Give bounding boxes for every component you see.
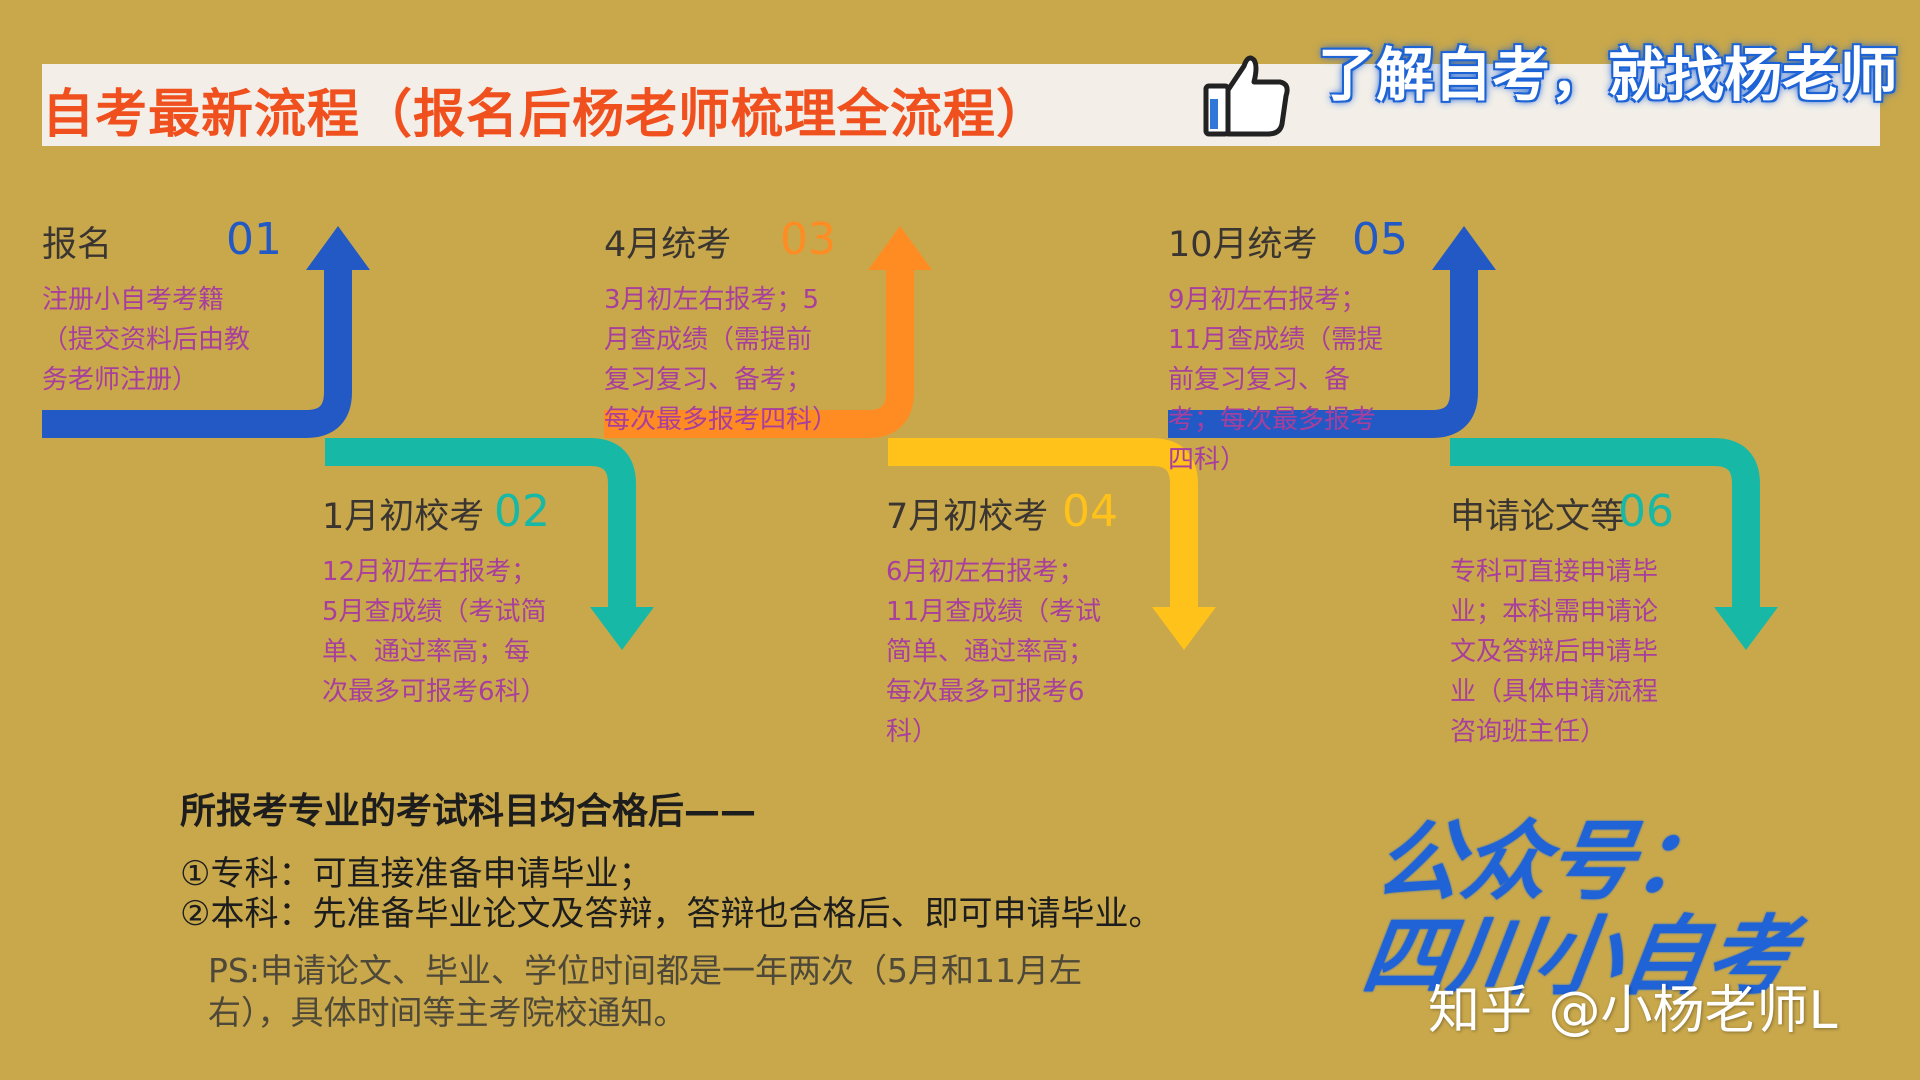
thumbs-up-icon <box>1203 55 1290 137</box>
summary-line-1: ①专科：可直接准备申请毕业； <box>180 854 653 894</box>
zhihu-watermark: 知乎 @小杨老师L <box>1428 981 1838 1041</box>
arrowhead-step-06 <box>1714 607 1778 650</box>
arrow-step-02 <box>325 438 636 615</box>
step-01-desc: 注册小自考考籍（提交资料后由教务老师注册） <box>42 285 251 395</box>
step-05-number: 05 <box>1352 214 1408 265</box>
arrowhead-step-05 <box>1432 226 1496 270</box>
step-02-title: 1月初校考 <box>322 497 485 537</box>
arrowhead-step-03 <box>868 226 932 270</box>
ps-note: PS:申请论文、毕业、学位时间都是一年两次（5月和11月左右），具体时间等主考院… <box>208 951 1082 1032</box>
step-04-number: 04 <box>1062 486 1118 537</box>
arrowhead-step-01 <box>306 226 370 270</box>
arrow-step-06 <box>1450 438 1760 615</box>
account-prefix: 公众号： <box>1369 812 1728 912</box>
step-02-number: 02 <box>494 486 550 537</box>
step-06-title: 申请论文等 <box>1450 497 1626 537</box>
step-02-desc: 12月初左右报考；5月查成绩（考试简单、通过率高；每次最多可报考6科） <box>322 557 547 707</box>
arrow-step-03 <box>604 262 914 438</box>
step-03-title: 4月统考 <box>604 225 732 265</box>
step-05-title: 10月统考 <box>1168 225 1318 265</box>
summary-heading: 所报考专业的考试科目均合格后—— <box>180 791 757 832</box>
step-01-number: 01 <box>226 214 282 265</box>
page-title: 自考最新流程（报名后杨老师梳理全流程） <box>42 85 1050 145</box>
step-05-desc: 9月初左右报考；11月查成绩（需提前复习复习、备考；每次最多报考四科） <box>1168 285 1384 475</box>
step-04-title: 7月初校考 <box>886 497 1049 537</box>
arrowhead-step-04 <box>1152 607 1216 650</box>
arrowhead-step-02 <box>590 607 654 650</box>
slogan-text: 了解自考，就找杨老师 <box>1318 41 1899 109</box>
step-06-number: 06 <box>1618 486 1674 537</box>
arrow-step-01 <box>42 262 352 438</box>
step-01-title: 报名 <box>42 225 113 265</box>
step-04-desc: 6月初左右报考；11月查成绩（考试简单、通过率高；每次最多可报考6科） <box>886 557 1102 747</box>
step-03-desc: 3月初左右报考；5月查成绩（需提前复习复习、备考；每次最多报考四科） <box>604 285 839 435</box>
step-06-desc: 专科可直接申请毕业；本科需申请论文及答辩后申请毕业（具体申请流程咨询班主任） <box>1450 557 1659 747</box>
step-03-number: 03 <box>780 214 836 265</box>
header-banner <box>42 64 1880 146</box>
arrow-step-04 <box>888 438 1198 615</box>
arrow-step-05 <box>1168 262 1478 438</box>
summary-line-2: ②本科：先准备毕业论文及答辩，答辩也合格后、即可申请毕业。 <box>180 894 1163 934</box>
